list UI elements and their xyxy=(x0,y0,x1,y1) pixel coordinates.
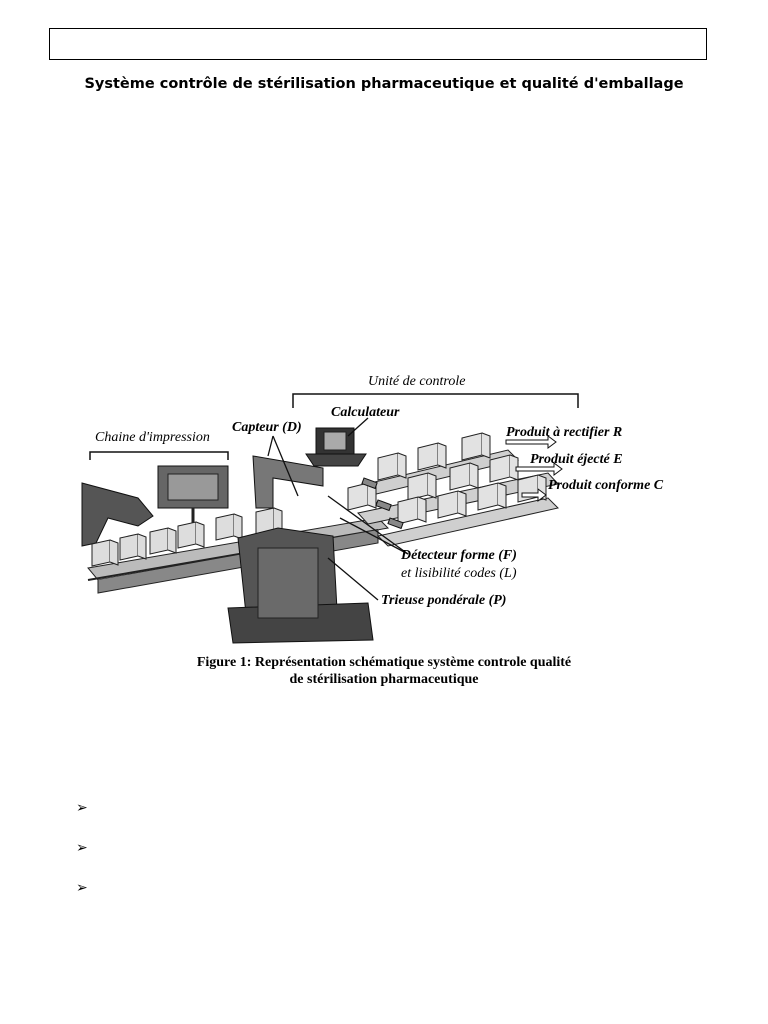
label-produit-ejecte: Produit éjecté E xyxy=(530,452,623,467)
label-calculateur: Calculateur xyxy=(331,405,400,420)
figure-caption: Figure 1: Représentation schématique sys… xyxy=(0,654,768,688)
label-detecteur-forme: Détecteur forme (F) xyxy=(401,548,517,563)
bullet-arrow-icon: ➢ xyxy=(76,880,88,896)
label-unite-controle: Unité de controle xyxy=(368,374,466,389)
label-lisibilite-codes: et lisibilité codes (L) xyxy=(401,566,517,581)
figure-sterilization-system: Unité de controle Calculateur Capteur (D… xyxy=(78,368,698,653)
bullet-arrow-icon: ➢ xyxy=(76,800,88,816)
document-title: Système contrôle de stérilisation pharma… xyxy=(84,76,684,92)
caption-line-1: Figure 1: Représentation schématique sys… xyxy=(196,655,572,670)
label-produit-rectifier: Produit à rectifier R xyxy=(506,425,623,440)
boxes-left xyxy=(91,507,283,567)
printer-arm xyxy=(81,482,154,547)
label-capteur: Capteur (D) xyxy=(232,420,302,435)
label-trieuse: Trieuse pondérale (P) xyxy=(381,593,507,608)
label-produit-conforme: Produit conforme C xyxy=(548,478,664,493)
boxes-right xyxy=(347,432,547,525)
bracket-chaine-impression xyxy=(89,451,229,460)
output-arrows xyxy=(505,435,563,502)
machine-illustration xyxy=(81,393,579,644)
bullet-arrow-icon: ➢ xyxy=(76,840,88,856)
caption-line-2: de stérilisation pharmaceutique xyxy=(289,672,479,687)
bracket-unite-controle xyxy=(292,393,579,408)
header-box xyxy=(49,28,707,60)
label-chaine-impression: Chaine d'impression xyxy=(95,430,210,445)
ejector-pushers xyxy=(361,477,404,530)
sensor-arch xyxy=(252,455,324,509)
